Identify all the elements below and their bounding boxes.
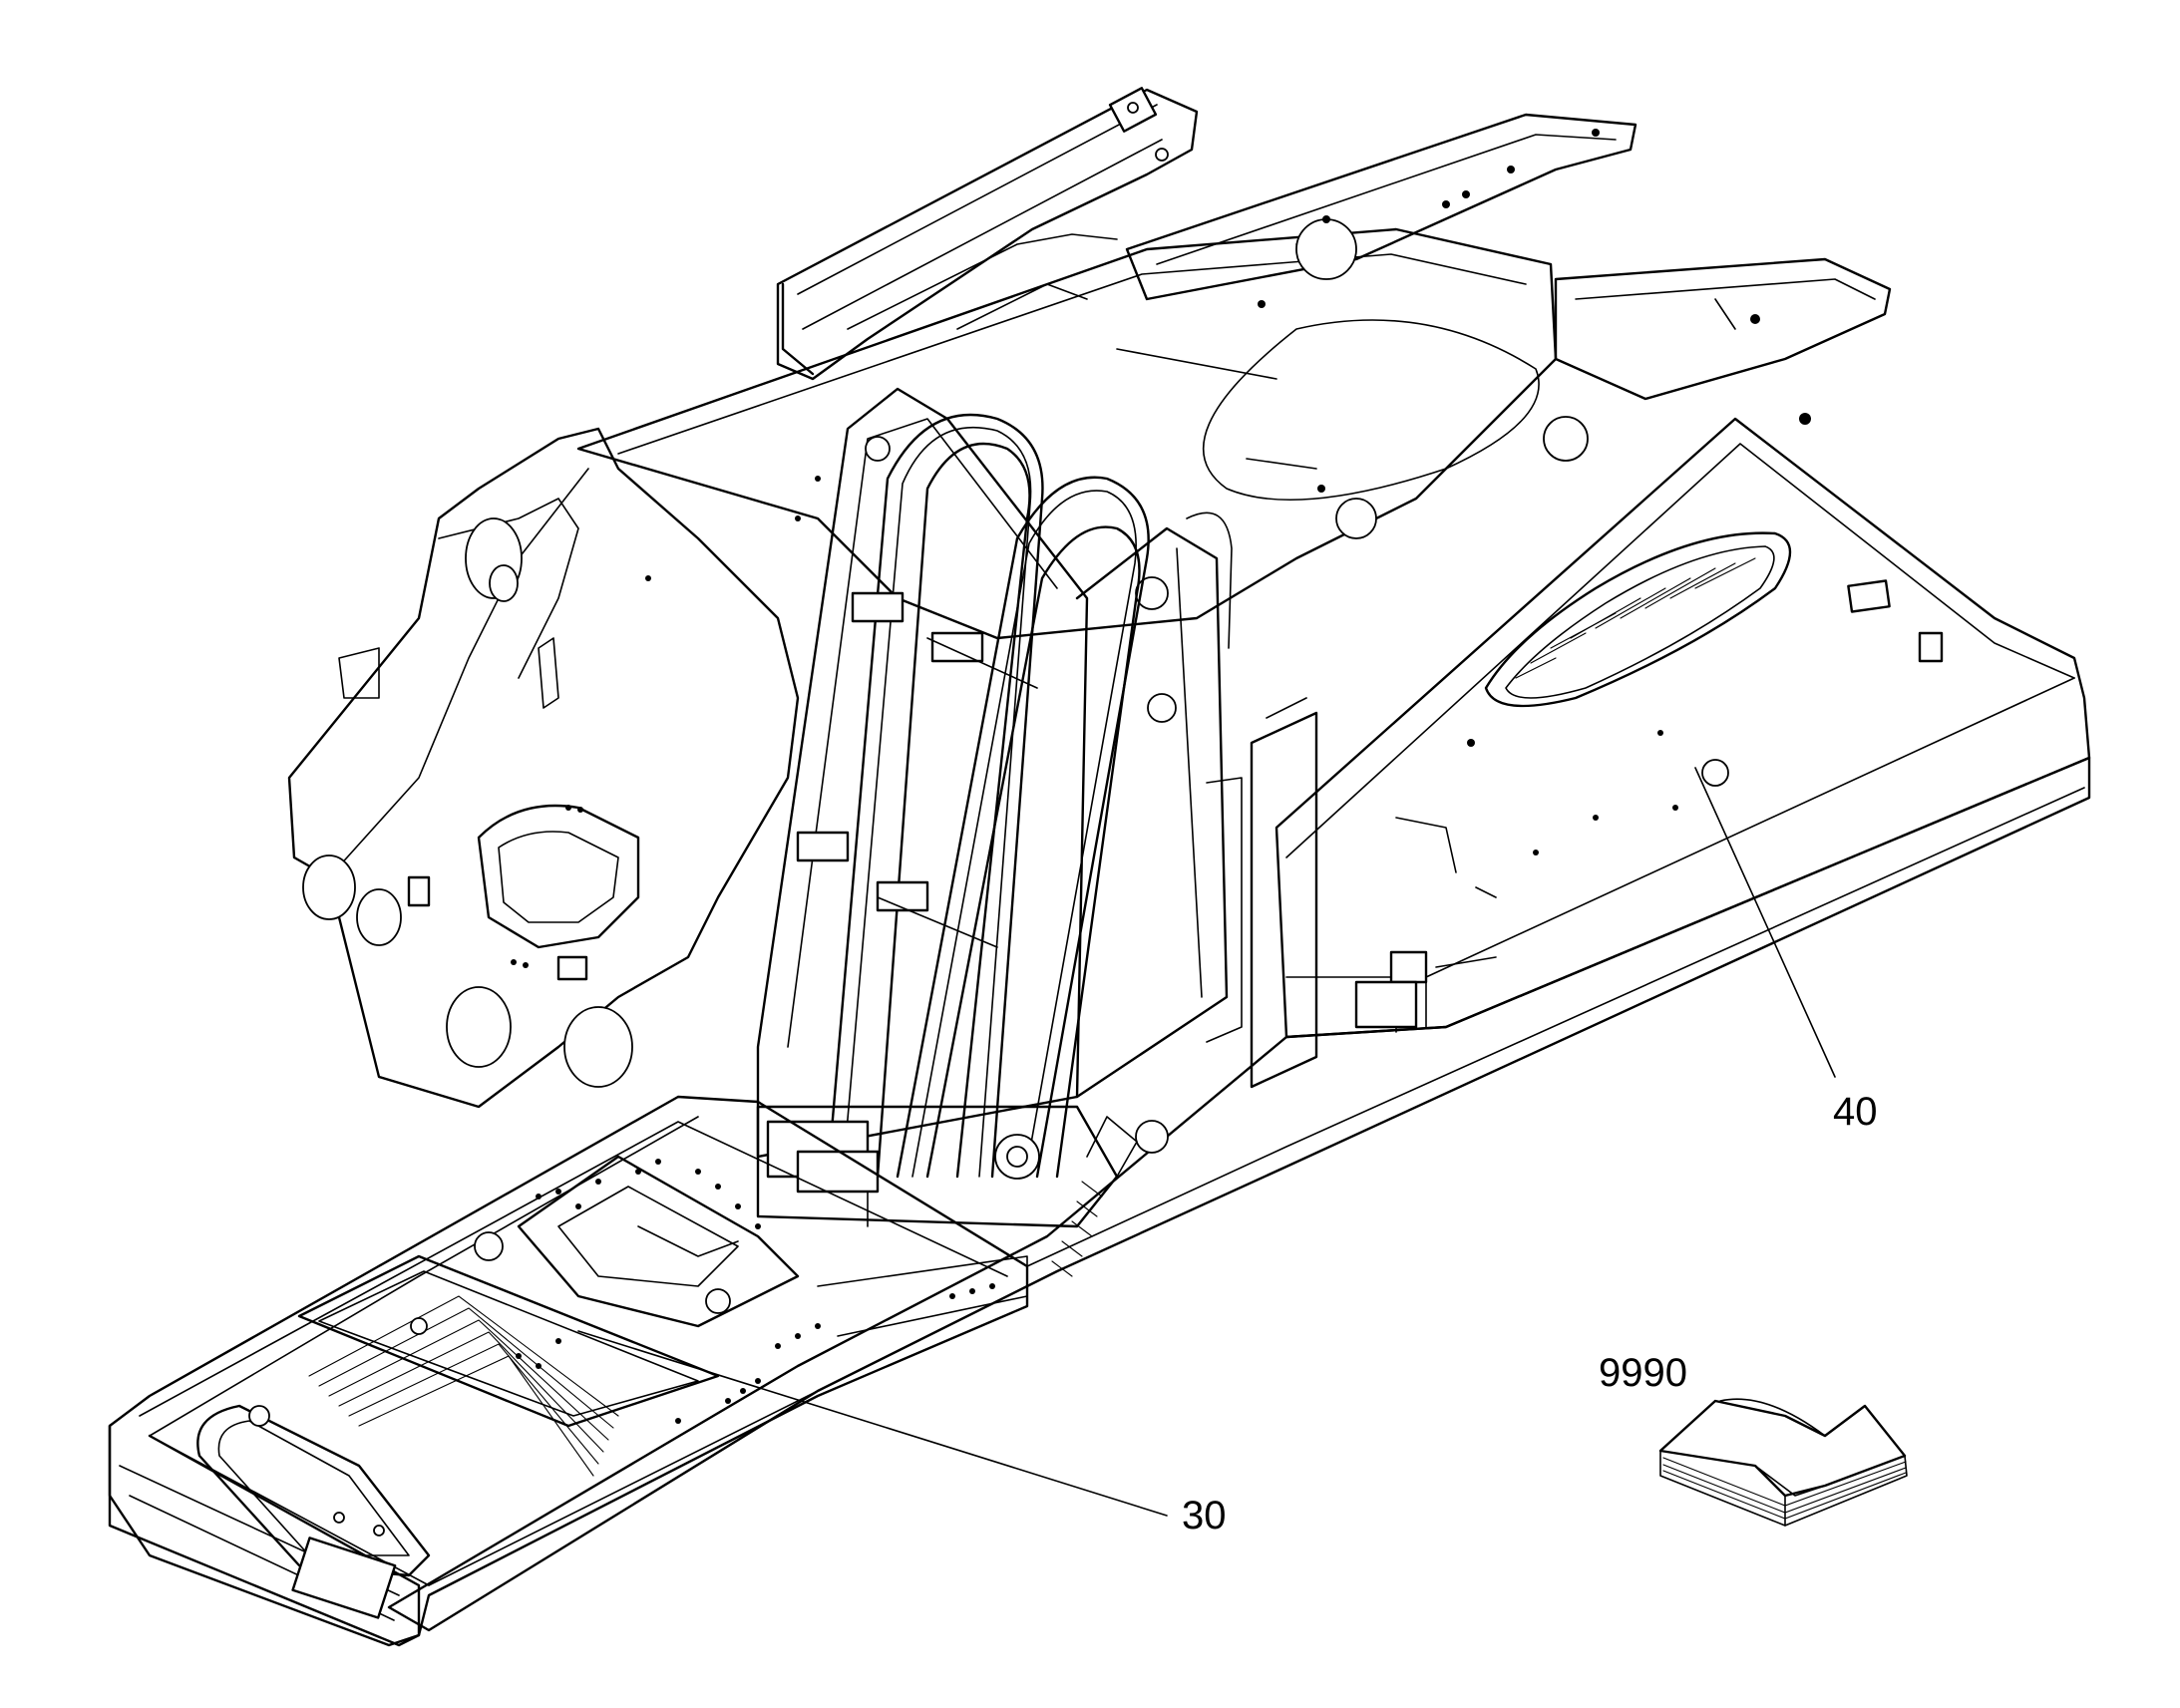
open-book-icon: [1658, 1398, 1908, 1527]
rear-frame-assembly: [287, 87, 1892, 1109]
front-carriage: [108, 1095, 1029, 1647]
right-side-platform: [1274, 417, 2091, 1039]
lift-tower: [756, 387, 1318, 1277]
callout-label-9990: 9990: [1599, 1351, 1687, 1395]
callout-label-30: 30: [1182, 1494, 1227, 1537]
callout-label-40: 40: [1833, 1090, 1878, 1134]
leader-lines: [577, 767, 1836, 1517]
